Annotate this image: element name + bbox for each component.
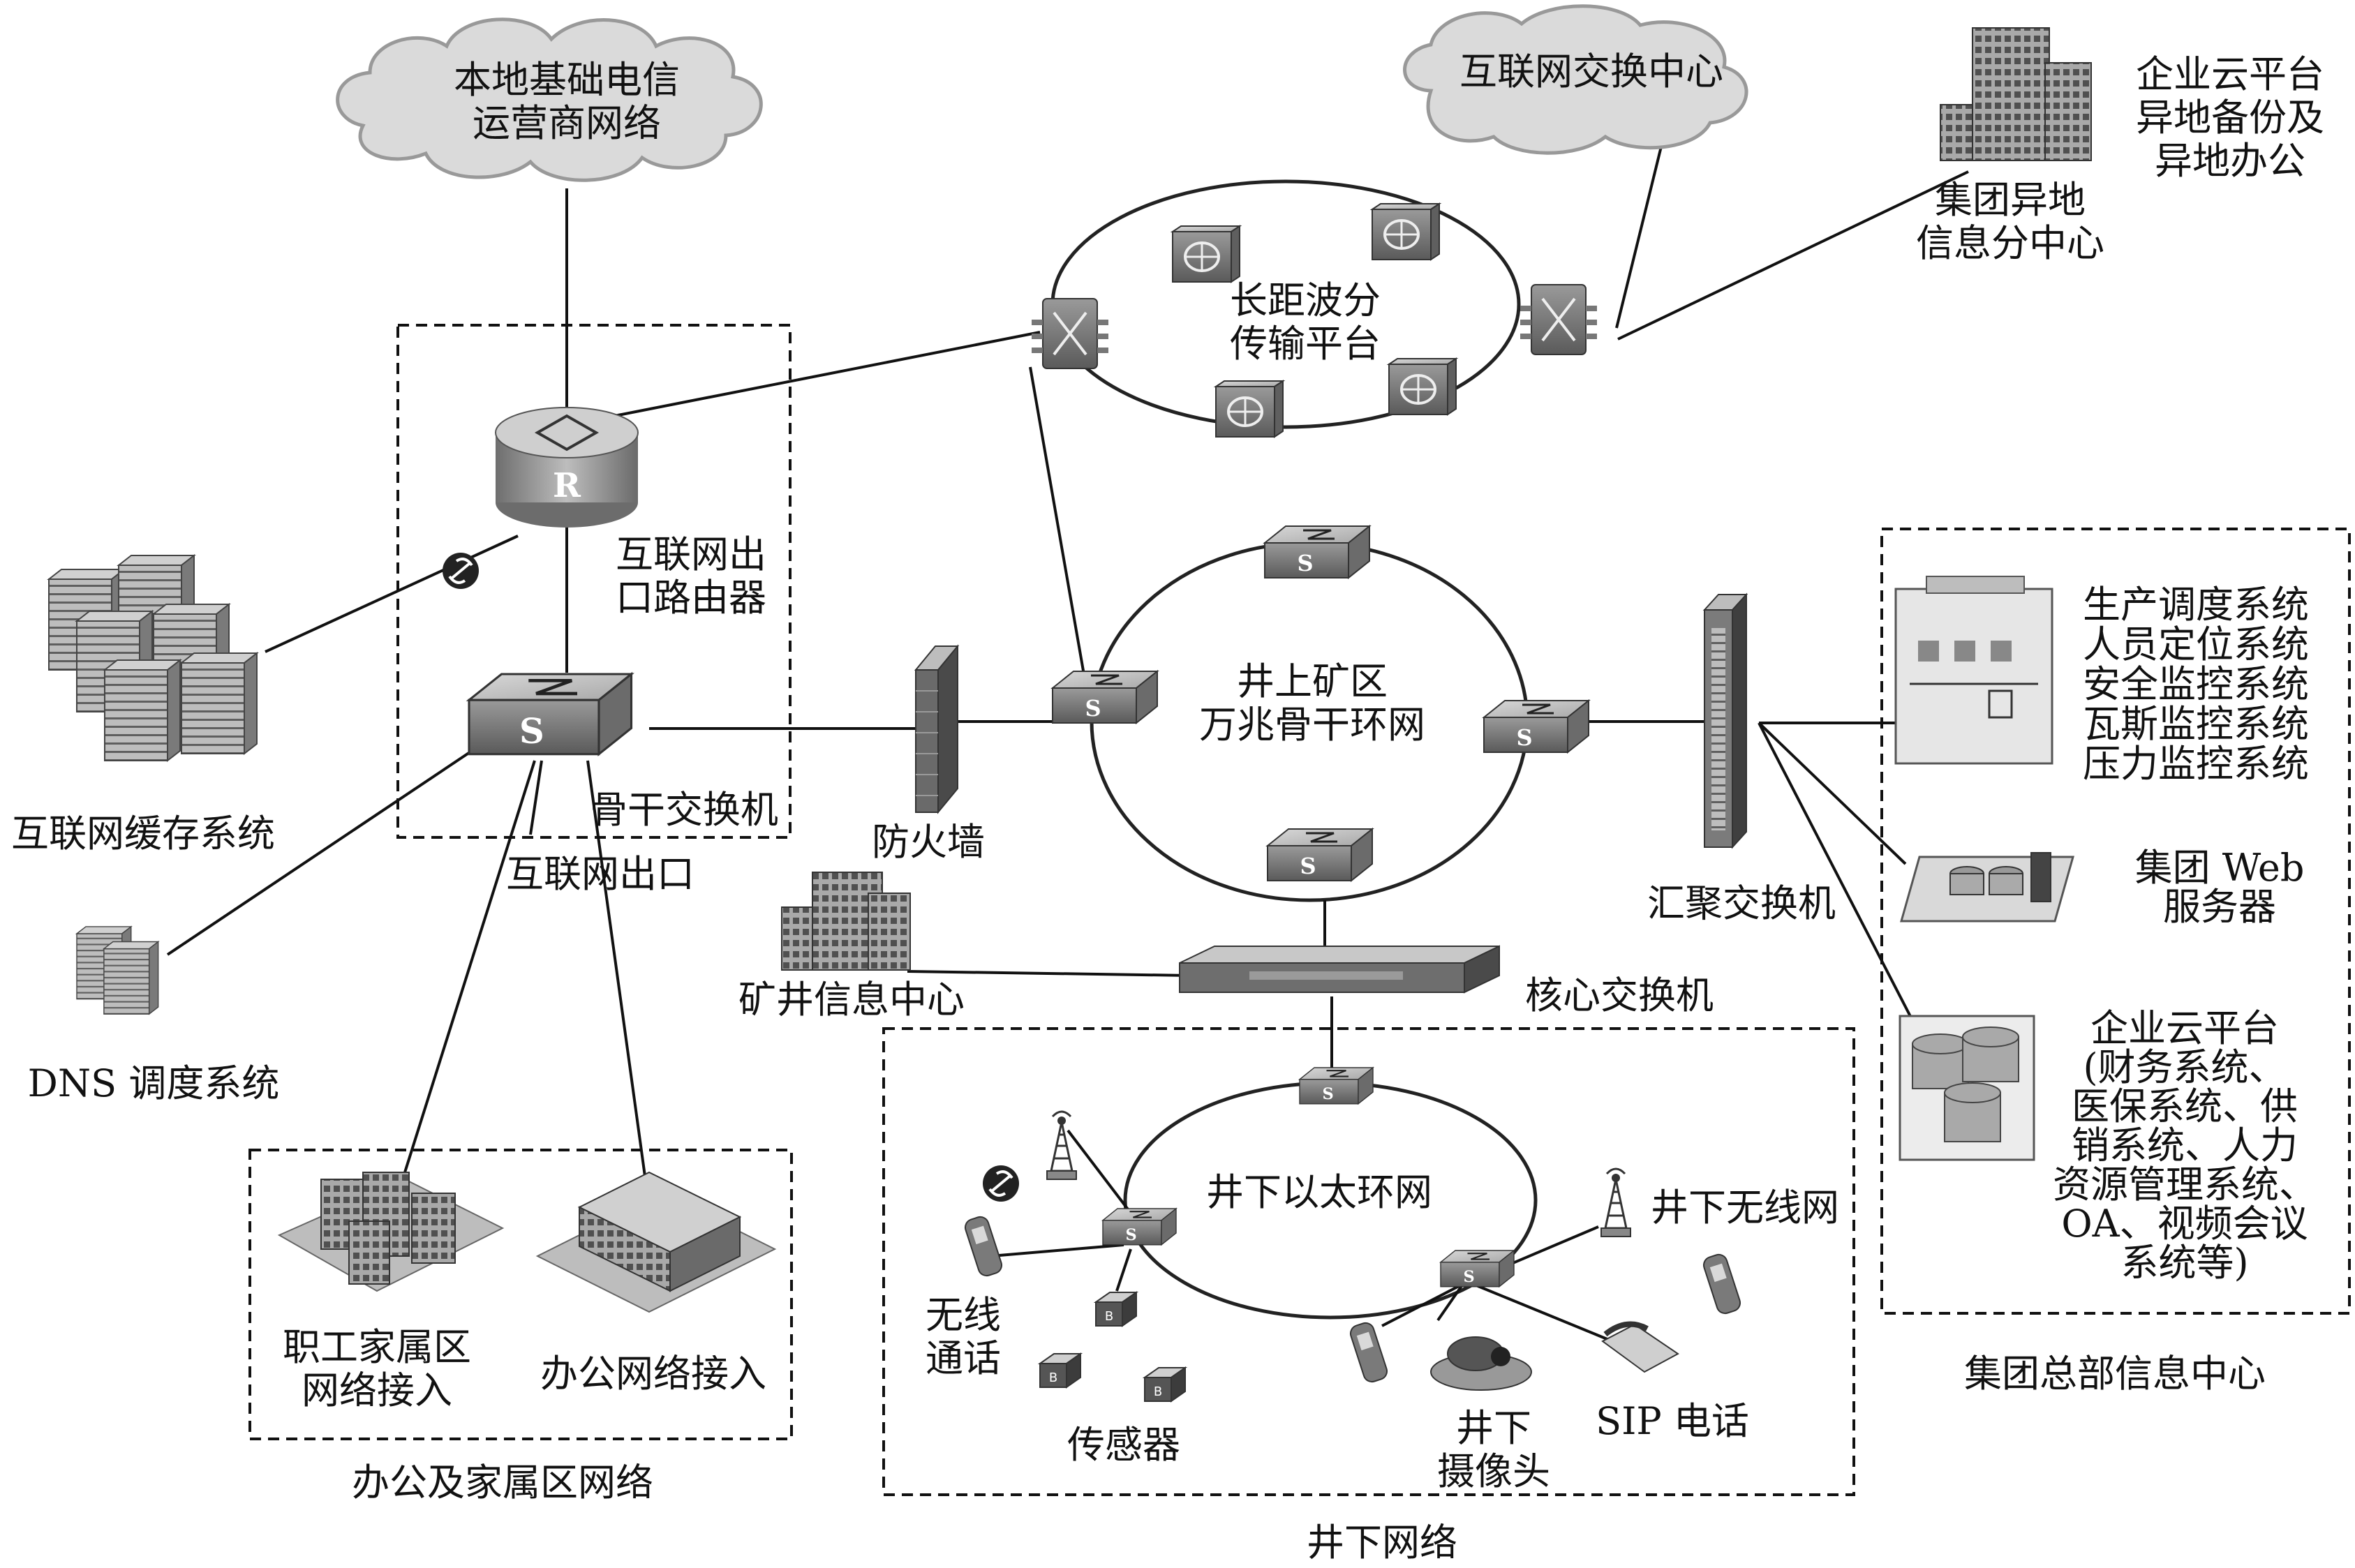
aggregation-switch-icon: [1702, 592, 1748, 849]
antenna-icon: [1046, 1110, 1078, 1181]
office-building: [535, 1171, 777, 1313]
ug-switch-left: [1101, 1207, 1178, 1246]
staff-housing-buildings: [277, 1172, 505, 1292]
remote-center-building: [1940, 27, 2092, 161]
underground-dashed-box: [882, 1027, 1855, 1496]
enterprise-cloud-icon: [1899, 1015, 2035, 1161]
mine-info-center-building: [781, 872, 911, 971]
dns-system-label: DNS 调度系统: [27, 1061, 280, 1105]
camera-icon: [1430, 1336, 1532, 1391]
sensor-label: 传感器: [1067, 1423, 1180, 1467]
production-systems-icon: [1894, 576, 2053, 765]
sip-phone-label: SIP 电话: [1596, 1399, 1749, 1443]
mobile-phone-icon: [962, 1214, 1005, 1279]
wdm-node-2: [1371, 202, 1441, 261]
underground-network-label: 井下网络: [1307, 1521, 1457, 1565]
wdm-node-4: [1388, 357, 1457, 416]
office-home-network-label: 办公及家属区网络: [352, 1461, 653, 1504]
backbone-switch: [469, 674, 632, 754]
wdm-node-1: [1171, 225, 1241, 283]
cache-system-label: 互联网缓存系统: [11, 812, 275, 856]
surface-ring-label: 井上矿区 万兆骨干环网: [1199, 659, 1425, 747]
router-letter: R: [553, 466, 581, 505]
links: [166, 146, 1969, 1343]
internet-exit-router: R: [495, 407, 639, 528]
ug-switch-right: [1439, 1249, 1515, 1287]
local-telecom-cloud: [336, 17, 763, 182]
antenna-icon: [1600, 1167, 1632, 1238]
sip-phone-icon: [1601, 1321, 1679, 1373]
remote-center-label: 集团异地 信息分中心: [1916, 178, 2104, 265]
web-server-icon: [1900, 852, 2074, 923]
production-systems-label: 生产调度系统 人员定位系统 安全监控系统 瓦斯监控系统 压力监控系统: [2083, 583, 2309, 786]
ug-switch-top: [1298, 1066, 1374, 1105]
wdm-node-3: [1214, 380, 1284, 438]
dns-servers: [76, 926, 159, 1015]
group-web-server-label: 集团 Web 服务器: [2134, 846, 2305, 929]
wdm-oxc-left: [1030, 297, 1110, 370]
ix-center-label: 互联网交换中心: [1459, 50, 1723, 94]
sensor-icon: [1095, 1292, 1137, 1327]
internet-exit-label: 互联网出口: [506, 852, 694, 896]
wireless-badge-icon: [981, 1164, 1020, 1203]
underground-wireless-label: 井下无线网: [1651, 1186, 1839, 1230]
hq-info-center-label: 集团总部信息中心: [1964, 1352, 2266, 1396]
underground-ring-label: 井下以太环网: [1206, 1170, 1432, 1214]
sensor-icon: [1144, 1367, 1186, 1402]
sensor-icon: [1039, 1353, 1081, 1388]
router-label: 互联网出 口路由器: [616, 532, 766, 620]
wdm-oxc-right: [1519, 283, 1598, 356]
hq-dashed-box: [1880, 528, 2351, 1315]
ring-switch-right: [1483, 699, 1590, 754]
office-home-dashed-box: [248, 1149, 793, 1440]
enterprise-cloud-backup-label: 企业云平台 异地备份及 异地办公: [2136, 52, 2324, 183]
router-switch-dashed-box: [396, 324, 792, 839]
aggregation-switch-label: 汇聚交换机: [1647, 881, 1836, 925]
internet-cache-servers: [48, 555, 258, 761]
backbone-switch-label: 骨干交换机: [590, 788, 778, 832]
staff-housing-label: 职工家属区 网络接入: [283, 1325, 471, 1412]
mine-info-center-label: 矿井信息中心: [738, 978, 965, 1022]
ring-switch-bottom: [1266, 828, 1374, 882]
wireless-badge-icon: [441, 551, 480, 590]
firewall-icon: [914, 644, 960, 814]
ix-center-cloud: [1403, 4, 1748, 155]
core-switch-label: 核心交换机: [1525, 973, 1714, 1017]
wdm-platform-label: 长距波分 传输平台: [1230, 278, 1381, 366]
ring-switch-top: [1263, 525, 1371, 579]
core-switch-icon: [1179, 945, 1500, 994]
mobile-phone-icon: [1347, 1320, 1390, 1385]
ring-switch-left: [1051, 670, 1159, 724]
local-telecom-label: 本地基础电信 运营商网络: [454, 58, 680, 145]
office-access-label: 办公网络接入: [540, 1352, 766, 1396]
firewall-label: 防火墙: [872, 820, 985, 864]
enterprise-cloud-apps-label: 企业云平台 (财务系统、 医保系统、供 销系统、人力 资源管理系统、 OA、视频…: [2053, 1006, 2317, 1285]
mobile-phone-icon: [1700, 1251, 1744, 1317]
wireless-call-label: 无线 通话: [926, 1293, 1001, 1380]
underground-camera-label: 井下 摄像头: [1437, 1406, 1550, 1493]
